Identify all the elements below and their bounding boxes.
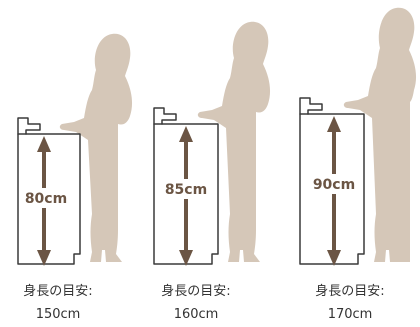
faucet-icon: [17, 117, 41, 135]
caption-panel-2: 身長の目安: 160cm: [146, 280, 246, 326]
height-label-bg: [162, 179, 210, 199]
caption-label: 身長の目安:: [161, 284, 231, 299]
caption-label: 身長の目安:: [23, 284, 93, 299]
arrow-up-icon: [327, 116, 341, 132]
arrow-down-icon: [327, 250, 341, 266]
arrow-down-icon: [179, 250, 193, 266]
caption-value: 170cm: [327, 307, 373, 322]
arrow-down-icon: [37, 250, 51, 266]
height-label-bg: [24, 188, 72, 208]
person-silhouette-160: [197, 21, 271, 262]
counter-height-label: 85cm: [165, 182, 207, 198]
panel-1: 80cm: [17, 33, 133, 266]
faucet-icon: [299, 97, 323, 115]
caption-panel-1: 身長の目安: 150cm: [8, 280, 108, 326]
arrow-up-icon: [179, 126, 193, 142]
person-silhouette-170: [343, 7, 417, 262]
caption-panel-3: 身長の目安: 170cm: [300, 280, 400, 326]
height-label-bg: [310, 174, 358, 194]
caption-value: 160cm: [173, 307, 219, 322]
faucet-icon: [153, 107, 177, 125]
panel-2: 85cm: [153, 21, 271, 266]
counter-height-label: 90cm: [313, 177, 355, 193]
arrow-up-icon: [37, 136, 51, 152]
counter-height-label: 80cm: [25, 191, 67, 207]
panel-3: 90cm: [299, 7, 417, 266]
caption-value: 150cm: [35, 307, 81, 322]
caption-label: 身長の目安:: [315, 284, 385, 299]
person-silhouette-150: [59, 33, 133, 262]
